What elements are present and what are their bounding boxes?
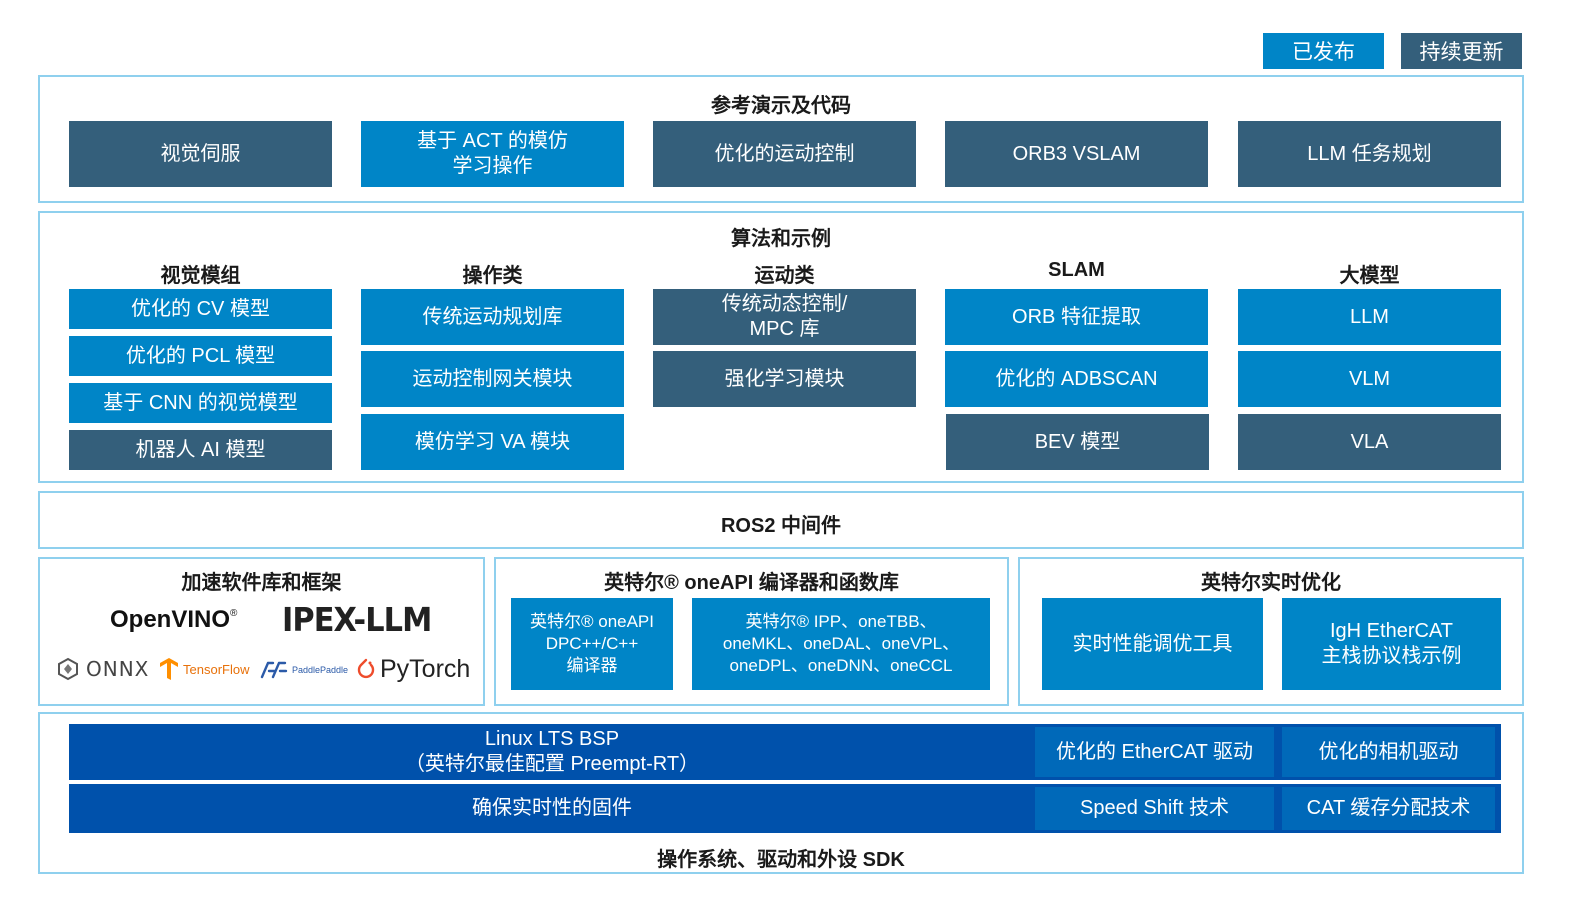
oneapi-title: 英特尔® oneAPI 编译器和函数库 xyxy=(604,572,899,594)
vision-item-cnn: 基于 CNN 的视觉模型 xyxy=(69,383,332,423)
pytorch-logo-text: PyTorch xyxy=(380,654,471,683)
firmware-realtime: 确保实时性的固件 xyxy=(472,797,632,819)
onnx-logo: ONNX xyxy=(56,656,149,682)
algorithms-title: 算法和示例 xyxy=(731,228,831,250)
firmware-cat: CAT 缓存分配技术 xyxy=(1282,787,1495,830)
paddlepaddle-logo: PaddlePaddle xyxy=(259,658,348,682)
column-header-vision: 视觉模组 xyxy=(160,265,241,287)
legend-updating: 持续更新 xyxy=(1401,33,1522,69)
bsp-camera-driver: 优化的相机驱动 xyxy=(1282,727,1495,777)
reference-title: 参考演示及代码 xyxy=(711,95,851,117)
reference-item-visual-servo: 视觉伺服 xyxy=(69,121,332,187)
reference-item-act-imitation: 基于 ACT 的模仿 学习操作 xyxy=(361,121,624,187)
reference-item-motion-control: 优化的运动控制 xyxy=(653,121,916,187)
onnx-icon xyxy=(58,657,78,681)
llm-item-llm: LLM xyxy=(1238,289,1501,345)
tensorflow-logo-text: TensorFlow xyxy=(183,661,250,677)
openvino-logo: OpenVINO® xyxy=(110,606,238,633)
legend-published: 已发布 xyxy=(1263,33,1384,69)
vision-item-robot-ai: 机器人 AI 模型 xyxy=(69,430,332,470)
slam-item-orb: ORB 特征提取 xyxy=(945,289,1208,345)
slam-item-adbscan: 优化的 ADBSCAN xyxy=(945,351,1208,407)
oneapi-item-libraries: 英特尔® IPP、oneTBB、 oneMKL、oneDAL、oneVPL、 o… xyxy=(692,598,990,690)
realtime-item-ethercat: IgH EtherCAT 主栈协议栈示例 xyxy=(1282,598,1501,690)
reference-item-llm-planning: LLM 任务规划 xyxy=(1238,121,1501,187)
oneapi-item-compiler: 英特尔® oneAPI DPC++/C++ 编译器 xyxy=(511,598,673,690)
column-header-slam: SLAM xyxy=(1048,259,1105,281)
llm-item-vlm: VLM xyxy=(1238,351,1501,407)
ros2-title: ROS2 中间件 xyxy=(720,515,842,537)
bsp-ethercat-driver: 优化的 EtherCAT 驱动 xyxy=(1035,727,1274,777)
ros2-section xyxy=(38,491,1524,549)
column-header-llm: 大模型 xyxy=(1339,265,1400,287)
motion-item-rl: 强化学习模块 xyxy=(653,351,916,407)
manip-item-va: 模仿学习 VA 模块 xyxy=(361,414,624,470)
tensorflow-icon xyxy=(160,658,178,680)
slam-item-bev: BEV 模型 xyxy=(946,414,1209,470)
ipex-llm-logo: IPEX-LLM xyxy=(282,599,432,639)
paddlepaddle-logo-text: PaddlePaddle xyxy=(292,665,349,675)
paddlepaddle-icon xyxy=(260,661,288,679)
column-header-motion: 运动类 xyxy=(754,265,815,287)
os-title: 操作系统、驱动和外设 SDK xyxy=(657,849,905,871)
pytorch-icon xyxy=(357,658,375,679)
vision-item-pcl: 优化的 PCL 模型 xyxy=(69,336,332,376)
manip-item-gateway: 运动控制网关模块 xyxy=(361,351,624,407)
manip-item-motion-planning: 传统运动规划库 xyxy=(361,289,624,345)
firmware-speed-shift: Speed Shift 技术 xyxy=(1035,787,1274,830)
openvino-logo-text: OpenVINO xyxy=(110,606,231,633)
tensorflow-logo: TensorFlow xyxy=(158,656,249,682)
realtime-item-tuning: 实时性能调优工具 xyxy=(1042,598,1263,690)
column-header-manipulation: 操作类 xyxy=(462,265,523,287)
vision-item-cv: 优化的 CV 模型 xyxy=(69,289,332,329)
pytorch-logo: PyTorch xyxy=(356,654,470,684)
reference-item-orb3-vslam: ORB3 VSLAM xyxy=(945,121,1208,187)
bsp-linux-lts: Linux LTS BSP （英特尔最佳配置 Preempt-RT） xyxy=(404,728,700,775)
accel-title: 加速软件库和框架 xyxy=(181,572,342,594)
accel-section xyxy=(38,557,485,706)
motion-item-mpc: 传统动态控制/ MPC 库 xyxy=(653,289,916,345)
realtime-title: 英特尔实时优化 xyxy=(1201,572,1341,594)
onnx-logo-text: ONNX xyxy=(86,657,150,681)
llm-item-vla: VLA xyxy=(1238,414,1501,470)
